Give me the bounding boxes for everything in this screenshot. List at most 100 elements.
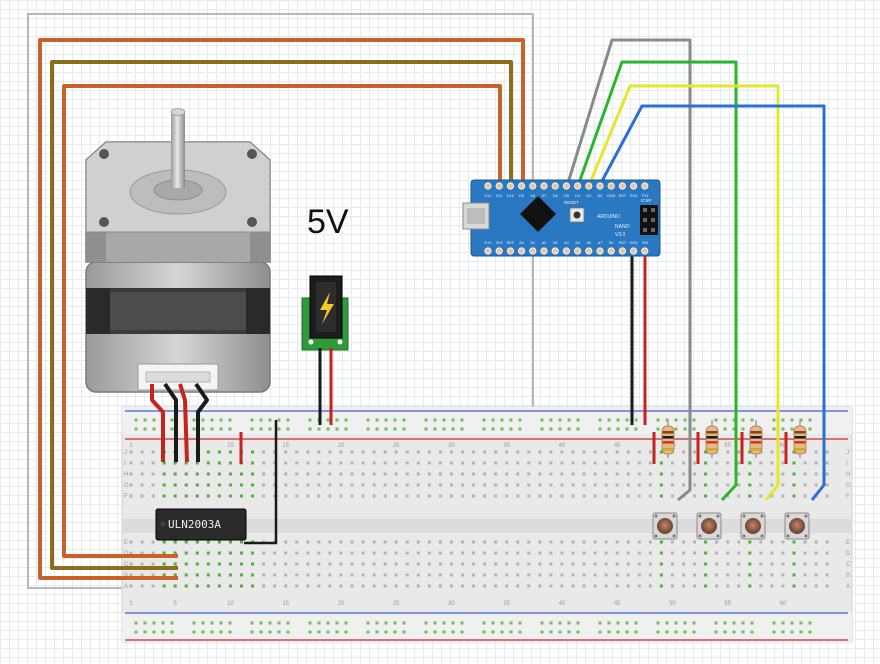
connected-hole [251,450,255,454]
breadboard-hole [648,472,652,476]
breadboard-hole [372,450,376,454]
rail-hole [210,630,214,634]
breadboard-hole [516,450,520,454]
rail-hole [201,418,205,422]
pin-label: RST [619,241,627,245]
connected-hole [195,584,199,588]
pin-pad [629,247,638,255]
breadboard-hole [129,551,133,555]
connected-hole [162,551,166,555]
rail-hole [344,418,348,422]
breadboard-hole [582,584,586,588]
breadboard-hole [516,494,520,498]
pin-pad [506,247,514,255]
row-letter: H [846,472,850,478]
breadboard-hole [494,562,498,566]
breadboard-hole [516,483,520,487]
rail-hole [598,621,602,625]
column-number: 25 [393,443,400,449]
pin-label: D9 [519,194,524,198]
breadboard-hole [737,584,741,588]
rail-hole [384,427,388,431]
resistor-band [794,441,806,444]
connected-hole [173,461,177,465]
breadboard-hole [527,540,531,544]
breadboard-hole [361,461,365,465]
breadboard-hole [527,573,531,577]
breadboard-hole [527,584,531,588]
breadboard-hole [516,551,520,555]
breadboard-hole [726,483,730,487]
connected-hole [228,584,232,588]
rail-hole [259,621,263,625]
breadboard-hole [350,472,354,476]
breadboard-hole [737,461,741,465]
breadboard-hole [383,483,387,487]
pin-label: D5 [564,194,569,198]
button-corner [716,514,720,518]
breadboard-hole [427,494,431,498]
resistor-band [662,436,674,439]
breadboard-hole [449,483,453,487]
breadboard-hole [582,540,586,544]
breadboard-hole [825,540,829,544]
column-number: 60 [780,443,787,449]
breadboard-hole [571,450,575,454]
breadboard-hole [814,562,818,566]
breadboard-hole [670,461,674,465]
breadboard-hole [372,540,376,544]
breadboard-hole [593,573,597,577]
breadboard-hole [284,483,288,487]
column-number: 55 [724,601,731,607]
orange-wire [62,84,502,558]
connected-hole [217,573,221,577]
rail-hole [598,630,602,634]
connected-hole [228,461,232,465]
breadboard-hole [416,540,420,544]
breadboard-hole [549,450,553,454]
breadboard-hole [715,584,719,588]
breadboard-hole [825,494,829,498]
rail-hole [790,427,794,431]
connected-hole [184,562,188,566]
button-corner [672,514,676,518]
breadboard-hole [770,540,774,544]
rail-hole [286,630,290,634]
rail-hole [714,621,718,625]
rail-hole [433,427,437,431]
breadboard-hole [726,584,730,588]
rail-hole [665,418,669,422]
rail-hole [634,418,638,422]
button-corner [786,514,790,518]
breadboard-hole [472,461,476,465]
breadboard-hole [670,540,674,544]
pin-label: D7 [542,194,547,198]
breadboard-hole [781,494,785,498]
breadboard-hole [682,551,685,555]
breadboard-hole [737,450,741,454]
pin-pad [484,182,492,190]
breadboard-hole [604,551,608,555]
rail-hole [723,427,727,431]
rail-hole [549,630,553,634]
breadboard-hole [726,562,730,566]
rail-hole [808,621,812,625]
rail-hole [152,427,156,431]
pin-label: A4 [564,241,569,245]
breadboard-hole [339,584,343,588]
resistor-band [750,441,762,444]
breadboard-hole [317,472,321,476]
breadboard-hole [405,573,409,577]
breadboard-hole [295,540,299,544]
breadboard-hole [814,483,818,487]
rail-hole [549,418,553,422]
breadboard-hole [648,573,652,577]
column-number: 10 [227,601,234,607]
rail-hole [656,621,660,625]
breadboard-hole [328,584,332,588]
breadboard-hole [273,584,277,588]
breadboard-hole [394,494,398,498]
breadboard-hole [593,551,597,555]
rail-hole [326,418,330,422]
